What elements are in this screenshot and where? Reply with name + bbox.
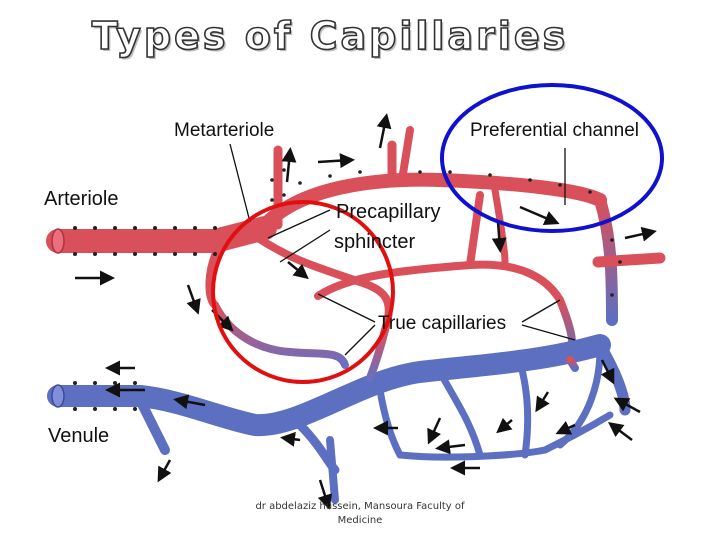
label-preferential-channel: Preferential channel (470, 120, 639, 141)
label-arteriole: Arteriole (44, 188, 119, 210)
blue-highlight-ellipse (440, 83, 664, 233)
red-highlight-circle (211, 200, 395, 384)
venous-network (47, 334, 631, 504)
flow-arrows (75, 113, 657, 510)
slide-footer: dr abdelaziz hussein, Mansoura Faculty o… (250, 500, 470, 528)
arteriole-vessel (46, 216, 277, 253)
smooth-muscle-dots (73, 168, 622, 411)
footer-line-1: dr abdelaziz hussein, Mansoura Faculty o… (255, 501, 465, 512)
label-true-capillaries: True capillaries (378, 313, 507, 334)
metarteriole-vessel (255, 172, 607, 235)
footer-line-2: Medicine (337, 515, 383, 526)
slide-title: Types of Capillaries (91, 13, 569, 59)
label-sphincter: sphincter (334, 231, 416, 253)
label-venule: Venule (48, 425, 110, 447)
leader-lines (229, 143, 576, 356)
arteriole-opening (51, 228, 65, 254)
label-metarteriole: Metarteriole (174, 120, 275, 141)
arterial-network (46, 126, 666, 364)
label-precapillary: Precapillary (336, 201, 441, 223)
venule-vessel (47, 334, 611, 437)
venule-opening (51, 384, 65, 408)
